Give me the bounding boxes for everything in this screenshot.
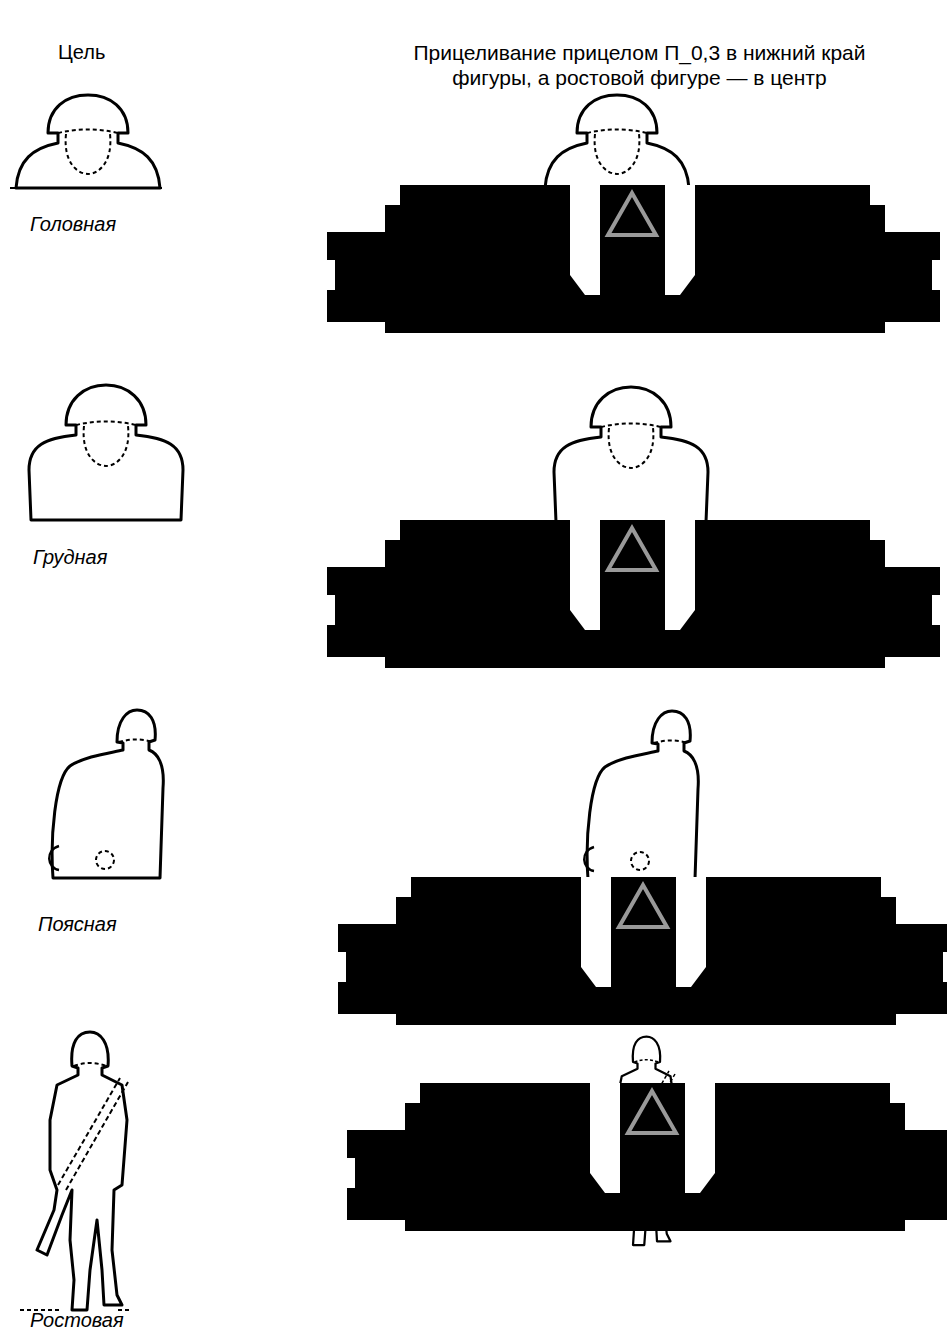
target-name: Поясная <box>38 912 117 936</box>
sight <box>327 185 940 333</box>
target-figures <box>10 95 183 1310</box>
target-name: Грудная <box>33 545 107 569</box>
aiming-pictures <box>327 95 947 1245</box>
head-target <box>16 95 160 188</box>
chest-target <box>554 387 708 522</box>
ground-line <box>10 187 162 189</box>
target-name: Головная <box>30 212 116 236</box>
column-heading: Цель <box>58 40 105 64</box>
waist-target <box>584 711 698 879</box>
title: Прицеливание прицелом П_0,3 в нижний кра… <box>392 40 887 90</box>
sight <box>327 520 940 668</box>
chest-target <box>29 385 183 520</box>
waist-target <box>49 710 163 878</box>
full-target <box>37 1032 128 1310</box>
sight <box>338 877 947 1025</box>
head-target <box>545 95 689 188</box>
target-name: Ростовая <box>30 1308 124 1332</box>
sight <box>347 1083 947 1231</box>
